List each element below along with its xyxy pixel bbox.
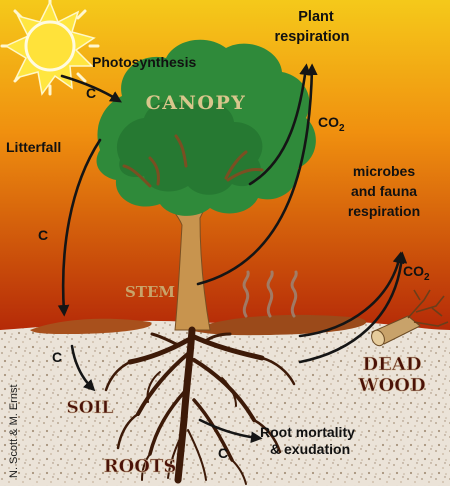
- dead-wood-label-2: WOOD: [357, 375, 425, 396]
- dead-wood-log: [371, 289, 449, 347]
- microbe-respiration-arrow-wood: [298, 251, 408, 364]
- soil-label: SOIL: [67, 398, 114, 418]
- root-mortality-label-2: & exudation: [270, 441, 350, 457]
- plant-respiration-label-2: respiration: [275, 29, 350, 45]
- plant-respiration-label: Plant: [298, 9, 334, 25]
- soil-ground: [0, 320, 450, 486]
- c-sun-label: C: [86, 85, 96, 101]
- plant-respiration-arrow-canopy: [248, 63, 311, 186]
- roots-label: ROOTS: [104, 456, 177, 477]
- microbes-label-2: and fauna: [351, 183, 417, 199]
- sun-icon: [0, 0, 100, 96]
- co2-upper-label: CO2: [318, 114, 345, 134]
- c-litter-label: C: [38, 227, 48, 243]
- tree-canopy: [96, 39, 316, 216]
- soil-to-roots-arrow: [70, 344, 96, 392]
- microbes-label-3: respiration: [348, 203, 420, 219]
- litterfall-label: Litterfall: [6, 139, 61, 155]
- root-mortality-arrow: [198, 418, 263, 444]
- microbes-label-1: microbes: [353, 163, 415, 179]
- canopy-label: CANOPY: [146, 92, 247, 114]
- dead-wood-label-1: DEAD: [363, 354, 422, 375]
- c-soil-label: C: [52, 349, 62, 365]
- co2-lower-label: CO2: [403, 263, 430, 283]
- microbe-respiration-arrow-soil: [298, 251, 405, 338]
- tree-branches: [122, 134, 264, 188]
- stem-label: STEM: [125, 283, 175, 301]
- litter-layer-right: [190, 314, 367, 336]
- plant-respiration-arrow-stem: [196, 63, 318, 286]
- c-roots-label: C: [218, 445, 228, 461]
- tree-roots: [104, 326, 296, 485]
- photosynthesis-label: Photosynthesis: [92, 54, 196, 70]
- litterfall-arrow: [57, 138, 102, 317]
- root-mortality-label-1: Root mortality: [260, 424, 355, 440]
- litter-layer: [30, 318, 152, 334]
- soil-respiration-wisps: [242, 270, 298, 318]
- photosynthesis-arrow: [60, 74, 122, 103]
- flow-arrows: [57, 63, 408, 444]
- credit-label: N. Scott & M. Ernst: [8, 384, 20, 478]
